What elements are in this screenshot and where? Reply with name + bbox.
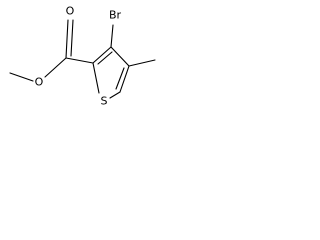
bond-c4-methyl (128, 59, 156, 67)
bond-c2-c3 (92, 46, 112, 64)
bond-c4-c5 (119, 65, 130, 93)
atom-bromine-label: Br (109, 9, 122, 22)
bond-c3-br (110, 24, 114, 48)
bond-carbonyl-c-o-double-2 (70, 19, 74, 57)
bond-o-methyl (9, 72, 34, 82)
bond-c5-s (109, 91, 121, 99)
atom-carbonyl-oxygen-label: O (66, 5, 75, 18)
bond-s-c2 (92, 62, 100, 94)
bond-c3-c4 (110, 46, 130, 67)
bond-carbonyl-c-o-single (44, 57, 67, 78)
atom-ester-oxygen-label: O (35, 76, 44, 89)
bond-carbonyl-c-o-double-1 (65, 19, 69, 59)
bond-c2-c3-double (97, 51, 113, 65)
bond-c4-c5-double (115, 67, 125, 90)
atom-sulfur-label: S (101, 95, 108, 108)
bond-c2-carbonyl-c (65, 57, 94, 64)
structure-diagram: Br S O O (9, 5, 156, 108)
